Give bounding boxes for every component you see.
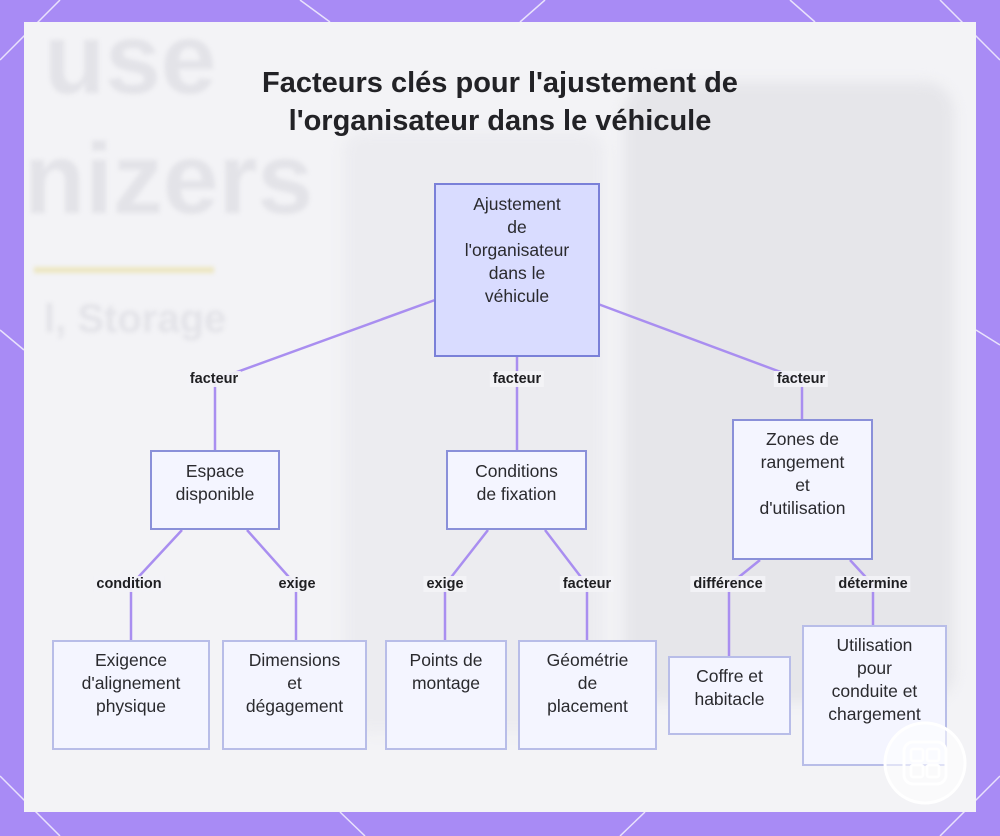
node-text-line: rangement: [759, 451, 845, 474]
node-text-line: et: [759, 474, 845, 497]
edge-label: facteur: [774, 371, 828, 387]
node-text-line: Zones de: [759, 428, 845, 451]
root-node: Ajustement de l'organisateur dans le véh…: [434, 183, 600, 357]
node-exigence-alignement: Exigence d'alignement physique: [52, 640, 210, 750]
node-dimensions-degagement: Dimensions et dégagement: [222, 640, 367, 750]
edge-label: différence: [690, 576, 765, 592]
node-text-line: véhicule: [465, 285, 570, 308]
node-text-line: physique: [82, 695, 181, 718]
node-geometrie-placement: Géométrie de placement: [518, 640, 657, 750]
node-text-line: Utilisation: [828, 634, 920, 657]
edge-label: exige: [275, 576, 318, 592]
node-text-line: Ajustement: [465, 193, 570, 216]
node-text-line: pour: [828, 657, 920, 680]
node-text-line: Coffre et: [694, 665, 764, 688]
node-text-line: disponible: [176, 483, 255, 506]
edge-label: facteur: [187, 371, 241, 387]
edge-zones-coffre: [729, 560, 760, 656]
node-text-line: de: [465, 216, 570, 239]
node-text-line: montage: [410, 672, 483, 695]
node-text-line: Conditions: [475, 460, 558, 483]
node-text-line: conduite et: [828, 680, 920, 703]
edge-label: facteur: [560, 576, 614, 592]
node-conditions-de-fixation: Conditions de fixation: [446, 450, 587, 530]
edge-label: condition: [93, 576, 164, 592]
node-text-line: dégagement: [246, 695, 343, 718]
node-text-line: de: [547, 672, 629, 695]
node-zones-de-rangement: Zones de rangement et d'utilisation: [732, 419, 873, 560]
edge-root-zones: [598, 304, 802, 419]
edge-label: facteur: [490, 371, 544, 387]
node-coffre-habitacle: Coffre et habitacle: [668, 656, 791, 735]
node-text-line: l'organisateur: [465, 239, 570, 262]
node-text-line: Espace: [176, 460, 255, 483]
node-text-line: Géométrie: [547, 649, 629, 672]
edge-zones-utilisation: [850, 560, 873, 625]
node-text-line: Dimensions: [246, 649, 343, 672]
node-text-line: habitacle: [694, 688, 764, 711]
node-espace-disponible: Espace disponible: [150, 450, 280, 530]
node-points-de-montage: Points de montage: [385, 640, 507, 750]
edge-label: exige: [423, 576, 466, 592]
app-grid-icon: [882, 720, 968, 806]
node-text-line: d'utilisation: [759, 497, 845, 520]
node-text-line: Exigence: [82, 649, 181, 672]
node-text-line: placement: [547, 695, 629, 718]
node-text-line: et: [246, 672, 343, 695]
node-text-line: de fixation: [475, 483, 558, 506]
edge-root-espace: [215, 300, 435, 450]
node-text-line: dans le: [465, 262, 570, 285]
edge-label: détermine: [835, 576, 910, 592]
node-text-line: Points de: [410, 649, 483, 672]
node-text-line: d'alignement: [82, 672, 181, 695]
